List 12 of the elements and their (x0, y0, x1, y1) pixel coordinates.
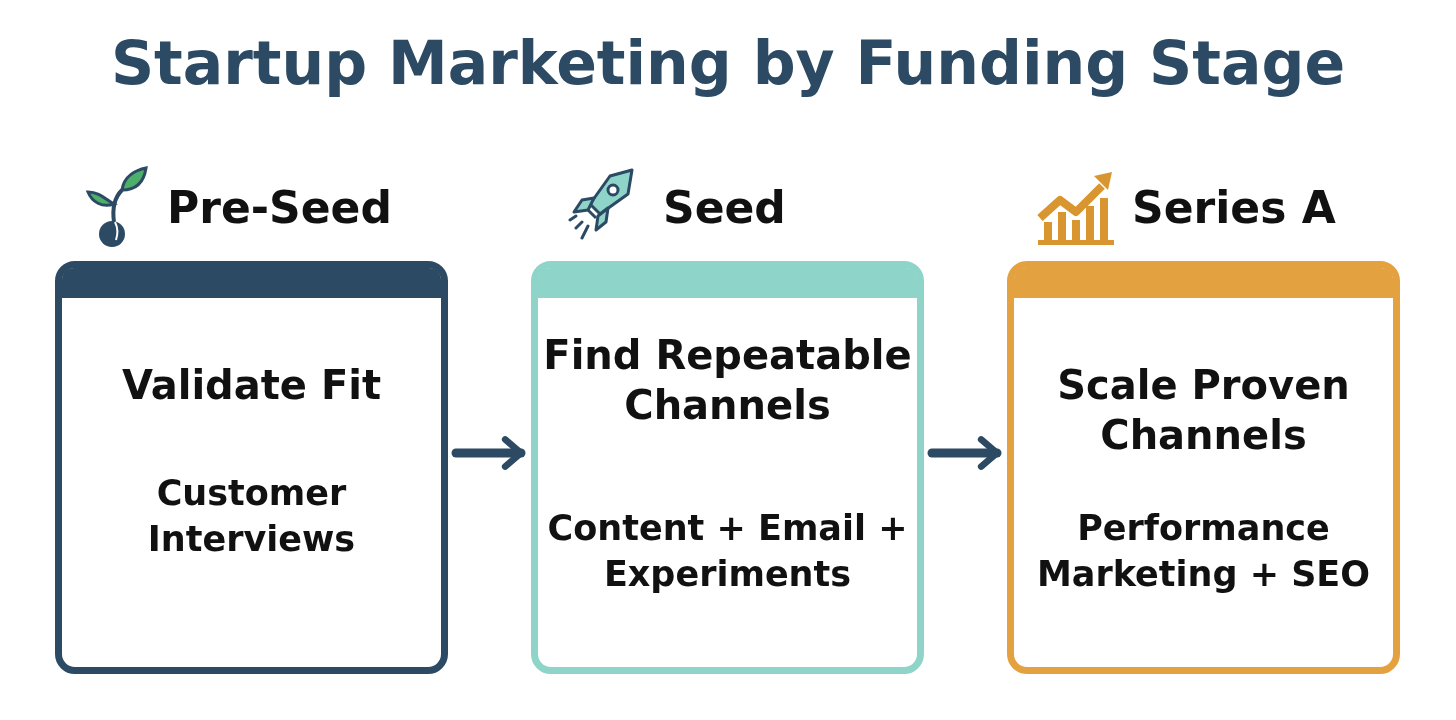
title: Startup Marketing by Funding Stage (109, 28, 1347, 98)
stage-heading: Pre-Seed (167, 182, 392, 233)
arrow (451, 436, 526, 470)
stage-goal: Find Repeatable Channels (543, 331, 912, 430)
stage-goal: Validate Fit (120, 361, 383, 410)
stage-tactics: Performance Marketing + SEO (1035, 507, 1371, 596)
stage-heading: Seed (663, 182, 786, 233)
stage-tactics: Content + Email + Experiments (546, 507, 909, 596)
stage-goal: Scale Proven Channels (1056, 361, 1351, 460)
arrow (927, 436, 1002, 470)
stage-heading: Series A (1132, 182, 1336, 233)
stage-tactics: Customer Interviews (146, 472, 357, 561)
